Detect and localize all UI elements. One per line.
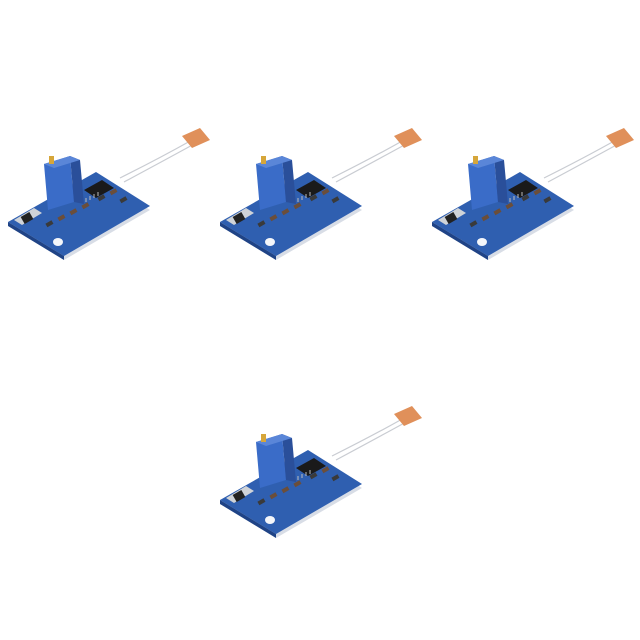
- strain-gauge-module-graphic: [8, 128, 210, 260]
- strain-gauge-module-graphic: [220, 128, 422, 260]
- strain-gauge-module-graphic: [432, 128, 634, 260]
- module-top-center: [212, 118, 432, 268]
- module-top-right: [424, 118, 640, 268]
- module-top-left: [0, 118, 220, 268]
- module-bottom-center: [212, 396, 432, 546]
- strain-gauge-module-graphic: [220, 406, 422, 538]
